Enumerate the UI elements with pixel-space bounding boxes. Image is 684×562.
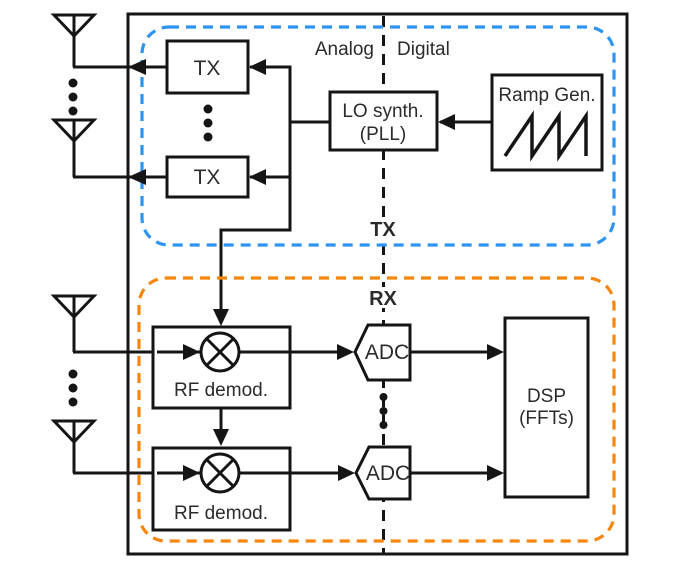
dot: [68, 106, 78, 116]
tx-antenna-1-icon: [50, 13, 98, 67]
rf-demod-block-1: RF demod.: [151, 325, 342, 410]
arrowhead-into-adc2: [338, 465, 355, 481]
dot: [203, 118, 213, 128]
analog-label: Analog: [315, 39, 374, 60]
arrowhead-into-dsp2: [487, 465, 504, 481]
dot: [203, 104, 213, 114]
mixer-icon: [199, 331, 241, 373]
adc1-shape: [353, 323, 412, 382]
arrowhead-into-rf-demod1: [213, 309, 229, 326]
arrowhead-into-tx2: [249, 169, 266, 185]
tx2-label: TX: [194, 166, 221, 189]
lo-synth-block: LO synth. (PLL): [328, 90, 439, 152]
arrowhead-into-mixer1: [183, 344, 200, 360]
arrowhead-into-lo-synth: [438, 114, 455, 130]
adc2-label: ADC: [366, 462, 410, 485]
tx-label-mask: [366, 217, 402, 238]
adc2-shape: [354, 445, 412, 501]
tx-block-2: TX: [165, 155, 250, 199]
arrowhead-into-mixer2: [183, 465, 200, 481]
rf-demod2-label: RF demod.: [174, 503, 268, 524]
mixer-icon: [199, 452, 241, 494]
adc-block-1: ADC: [353, 323, 412, 382]
arrowhead-tx2-antenna: [128, 169, 146, 185]
dsp-label-line1: DSP: [527, 386, 566, 407]
rx-antenna-ellipsis-icon: [68, 369, 78, 407]
arrowhead-into-rf-demod2: [213, 429, 229, 446]
lo-synth-label-line1: LO synth.: [342, 101, 423, 122]
dot: [68, 78, 78, 88]
dsp-label-line2: (FFTs): [519, 408, 574, 429]
adc-ellipsis-icon: [379, 393, 388, 429]
tx-block-1: TX: [165, 39, 250, 95]
sawtooth-waveform-icon: [503, 110, 588, 162]
dot: [68, 92, 78, 102]
rf-demod1-label: RF demod.: [174, 380, 268, 401]
ramp-gen-block: Ramp Gen.: [490, 73, 604, 172]
adc-block-2: ADC: [354, 445, 412, 501]
tx-antenna-ellipsis-icon: [68, 78, 78, 116]
dsp-block: DSP (FFTs): [503, 316, 590, 499]
lo-synth-box: [328, 90, 439, 152]
tx-region-label: TX: [370, 219, 396, 241]
tx-blocks-ellipsis-icon: [203, 104, 213, 142]
tx1-label: TX: [194, 57, 221, 80]
dot: [68, 397, 78, 407]
dot: [379, 393, 388, 401]
rx-label-mask: [366, 287, 402, 308]
dot: [379, 407, 388, 415]
rx-region-label: RX: [369, 288, 397, 310]
tx2-box: [165, 155, 250, 199]
tx-region-outline: [140, 25, 616, 247]
dot: [68, 369, 78, 379]
dsp-box: [503, 316, 590, 499]
mixer2-x2: [205, 458, 235, 488]
arrowhead-into-tx1: [249, 59, 266, 75]
rx-antenna-2-icon: [50, 419, 98, 473]
chip-boundary-box: [126, 12, 629, 556]
dot: [379, 421, 388, 429]
tx1-box: [165, 39, 250, 95]
dot: [203, 132, 213, 142]
lo-distribution-trunk-wire: [219, 65, 292, 315]
arrowhead-tx1-antenna: [128, 59, 146, 75]
dot: [68, 383, 78, 393]
rf-demod-block-2: RF demod.: [151, 446, 343, 532]
ramp-gen-label: Ramp Gen.: [498, 85, 595, 106]
adc1-label: ADC: [365, 341, 409, 364]
rx-region-outline: [137, 276, 616, 543]
arrowhead-into-adc1: [337, 344, 354, 360]
rx-antenna-1-icon: [50, 294, 98, 352]
arrowheads: [128, 59, 504, 481]
lo-synth-label-line2: (PLL): [360, 124, 406, 145]
tx-antenna-2-icon: [50, 118, 98, 177]
digital-label: Digital: [397, 39, 450, 60]
arrowhead-into-dsp1: [487, 344, 504, 360]
mixer1-x2: [205, 337, 235, 367]
